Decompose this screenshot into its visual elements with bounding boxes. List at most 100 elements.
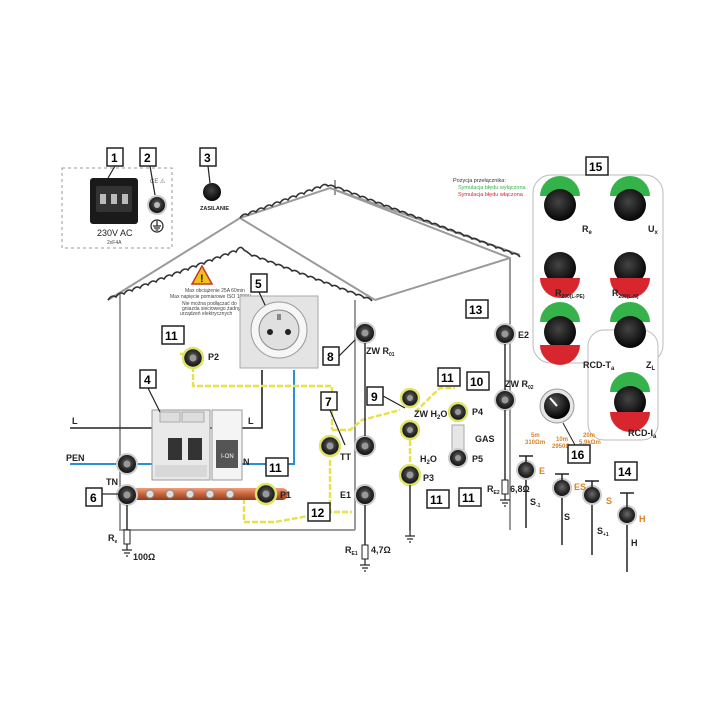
label-RE2-value: 6,8Ω [510,484,530,494]
fuse-label: 2xF4A [107,240,122,246]
label-E1: E1 [340,490,351,500]
terminal-TN-ground[interactable] [116,484,138,506]
knob-leader [562,422,576,446]
zasilanie-power-button[interactable] [203,183,221,201]
terminal-E2[interactable] [494,323,516,345]
roof-scallops [107,183,521,302]
label-N: N [243,457,250,467]
svg-text:11: 11 [430,493,443,507]
probe-S[interactable] [582,480,602,555]
power-input-box [61,167,173,249]
earth-symbol-icon [150,219,164,233]
resistor-RE1 [361,544,369,560]
svg-text:15: 15 [589,160,603,174]
tag-11-p1: 11 [265,457,289,477]
tag-4: 4 [139,369,161,413]
label-S: S [606,496,612,506]
tag-11-p2: 11 [161,325,185,345]
label-GAS: GAS [475,434,495,444]
tag-2: 2 [139,147,157,196]
terminal-P2[interactable] [181,346,205,370]
label-P4: P4 [472,407,483,417]
label-ES: ES [574,482,586,492]
rcd-breaker[interactable] [151,409,243,481]
button-R200-LPE[interactable] [540,252,580,298]
tag-10: 10 [466,371,490,391]
svg-text:9: 9 [371,390,378,404]
label-P2: P2 [208,352,219,362]
label-btn-R200PE: R200(L-PE) [555,288,585,300]
ground-symbols-icon [122,494,510,572]
house-outline [107,180,521,531]
resistor-RE2 [501,479,509,495]
svg-text:8: 8 [327,350,334,364]
iec-power-inlet[interactable] [90,178,138,224]
label-S-plus1: S+1 [597,526,609,538]
svg-text:6: 6 [90,491,97,505]
earth-lines [126,343,506,545]
pe-busbar [118,488,288,500]
terminal-E1[interactable] [354,484,376,506]
svg-text:3: 3 [204,151,211,165]
label-H: H [639,514,646,524]
tag-14: 14 [614,461,638,481]
probe-ES[interactable] [552,473,572,545]
svg-text:12: 12 [311,506,325,520]
zasilanie-label: ZASILANIE [200,206,229,212]
terminal-P4[interactable] [447,401,469,423]
switch-info-title: Pozycja przełącznika: [453,178,506,184]
button-ZL[interactable] [610,302,650,348]
tag-11-p4: 11 [437,367,461,387]
terminal-P3[interactable] [398,463,422,487]
tag-7: 7 [320,391,346,446]
button-RCD-I[interactable] [610,372,650,432]
svg-text:11: 11 [269,461,282,475]
warning-line3: Nie można podłączać do [182,301,237,307]
label-ZW-R01: ZW R01 [366,346,395,358]
wall-socket[interactable] [239,295,319,369]
label-10m: 10m [556,437,568,443]
button-RCD-T[interactable] [540,302,580,365]
label-PEN: PEN [66,453,85,463]
resistor-Re [123,529,131,545]
tag-3: 3 [199,147,217,184]
terminal-H2O[interactable] [399,419,421,441]
button-R200-LN[interactable] [610,252,650,298]
label-btn-Re: Re [582,224,593,236]
terminal-P5[interactable] [448,448,468,468]
svg-text:14: 14 [618,465,632,479]
terminal-TN[interactable] [116,453,138,475]
svg-text:2: 2 [144,151,151,165]
label-btn-ZL: ZL [646,360,656,372]
label-TT: TT [340,452,351,462]
label-L-right: L [248,416,254,426]
label-P1: P1 [280,490,291,500]
label-H2O: H2O [420,454,437,466]
label-310: 310Ωm [525,440,545,446]
ground-terminal[interactable] [147,195,167,215]
warning-line5: urządzeń elektrycznych [180,311,232,317]
terminal-ZW-R01[interactable] [354,322,376,344]
terminal-ZW-R02[interactable] [494,389,516,411]
terminal-TT[interactable] [318,434,342,458]
label-20m: 20m [583,433,595,439]
tag-13: 13 [465,299,489,319]
label-2950: 2950Ωm [552,444,576,450]
terminal-ZW-H2O[interactable] [399,387,421,409]
svg-text:10: 10 [470,375,484,389]
button-Ux[interactable] [610,176,650,221]
tag-11-p3: 11 [426,489,450,509]
probe-H[interactable] [617,492,637,572]
terminal-P1[interactable] [254,482,278,506]
label-btn-RCD-I: RCD-Ia [628,428,657,440]
warning-line1: Max obciążenie 25A 60min [185,288,245,294]
svg-text:4: 4 [144,373,151,387]
probe-E[interactable] [516,455,536,528]
tag-12: 12 [307,502,331,522]
resistivity-selector-knob[interactable] [539,388,575,424]
svg-text:13: 13 [469,303,483,317]
terminal-TT-right[interactable] [354,435,376,457]
tag-5: 5 [250,273,268,306]
label-ZW-H2O: ZW H2O [414,409,447,421]
button-Re[interactable] [540,176,580,221]
